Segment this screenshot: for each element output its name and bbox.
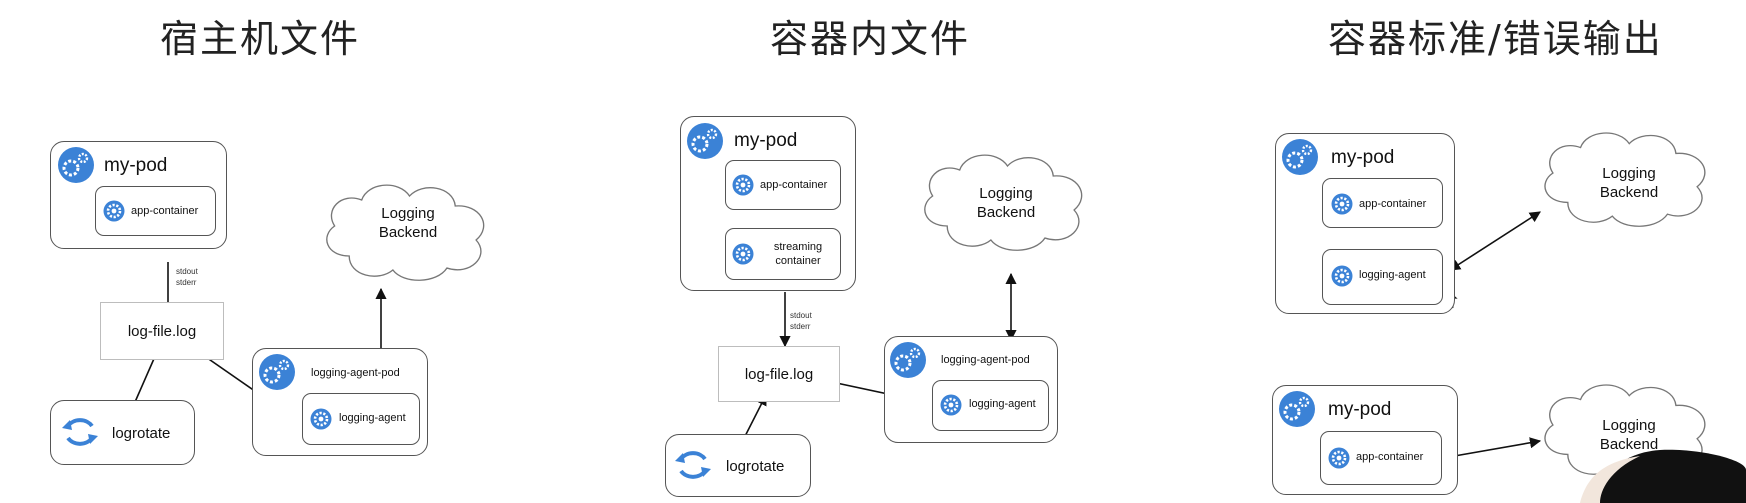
stderr-label-p1: stderr [176, 278, 197, 287]
cloud-line2-p3-bottom: Backend [1599, 436, 1659, 453]
log-file-box-p2: log-file.log [718, 346, 840, 402]
title-container-stdout: 容器标准/错误输出 [1328, 17, 1663, 61]
app-container-label-p3-bottom: app-container [1356, 451, 1424, 463]
pod-label-p3-bottom: my-pod [1328, 399, 1392, 420]
logrotate-box-p2 [665, 434, 811, 497]
cloud-line2-p2: Backend [976, 204, 1036, 221]
cloud-text-p3-bottom: Logging Backend [1579, 416, 1679, 454]
streaming-label-p2: streaming container [766, 240, 830, 268]
stderr-label-p2: stderr [790, 322, 811, 331]
gear-icon [940, 394, 962, 416]
app-container-label-p3-top: app-container [1359, 198, 1427, 210]
gear-icon [103, 200, 125, 222]
title-container-file: 容器内文件 [770, 17, 971, 61]
cloud-text-p1: Logging Backend [358, 204, 458, 242]
cloud-text-p2: Logging Backend [956, 184, 1056, 222]
gear-icon [1328, 447, 1350, 469]
stdout-label-p2: stdout [790, 311, 812, 320]
kubernetes-pod-icon [1282, 139, 1318, 175]
pod-label-p3-top: my-pod [1331, 147, 1395, 168]
gear-icon [732, 243, 754, 265]
app-container-label-p2: app-container [760, 179, 828, 191]
kubernetes-pod-icon [890, 342, 926, 378]
kubernetes-pod-icon [58, 147, 94, 183]
cloud-line1-p3-top: Logging [1602, 165, 1656, 182]
pod-label-p1: my-pod [104, 155, 168, 176]
logrotate-label-p1: logrotate [112, 425, 171, 442]
cloud-line1-p3-bottom: Logging [1602, 417, 1656, 434]
cloud-line2-p1: Backend [378, 224, 438, 241]
title-host-file: 宿主机文件 [160, 17, 361, 61]
stdout-label-p1: stdout [176, 267, 198, 276]
gear-icon [1331, 193, 1353, 215]
log-file-label-p1: log-file.log [127, 322, 197, 340]
refresh-icon [675, 451, 711, 479]
kubernetes-pod-icon [1279, 391, 1315, 427]
cloud-line2-p3-top: Backend [1599, 184, 1659, 201]
agent-box-p2 [932, 380, 1049, 431]
logrotate-box-p1 [50, 400, 195, 465]
agent-pod-label-p2: logging-agent-pod [941, 354, 1030, 366]
kubernetes-pod-icon [687, 123, 723, 159]
app-container-label-p1: app-container [131, 205, 199, 217]
log-file-box-p1: log-file.log [100, 302, 224, 360]
cloud-line1-p1: Logging [381, 205, 435, 222]
cloud-text-p3-top: Logging Backend [1579, 164, 1679, 202]
arrow-agent-backend-p3 [1449, 211, 1541, 271]
gear-icon [310, 408, 332, 430]
streaming-line2-p2: container [775, 255, 821, 267]
log-file-label-p2: log-file.log [744, 365, 814, 383]
agent-label-p2: logging-agent [969, 398, 1036, 410]
presenter-silhouette [1596, 449, 1746, 503]
kubernetes-pod-icon [259, 354, 295, 390]
streaming-container-box-p2 [725, 228, 841, 280]
agent-label-p1: logging-agent [339, 412, 406, 424]
agent-pod-label-p1: logging-agent-pod [311, 367, 400, 379]
gear-icon [732, 174, 754, 196]
streaming-line1-p2: streaming [773, 241, 823, 253]
gear-icon [1331, 265, 1353, 287]
agent-label-p3-top: logging-agent [1359, 269, 1426, 281]
cloud-line1-p2: Logging [979, 185, 1033, 202]
arrow-app-backend-p3 [1441, 437, 1542, 462]
pod-label-p2: my-pod [734, 130, 798, 151]
refresh-icon [62, 418, 98, 446]
logrotate-label-p2: logrotate [726, 458, 785, 475]
